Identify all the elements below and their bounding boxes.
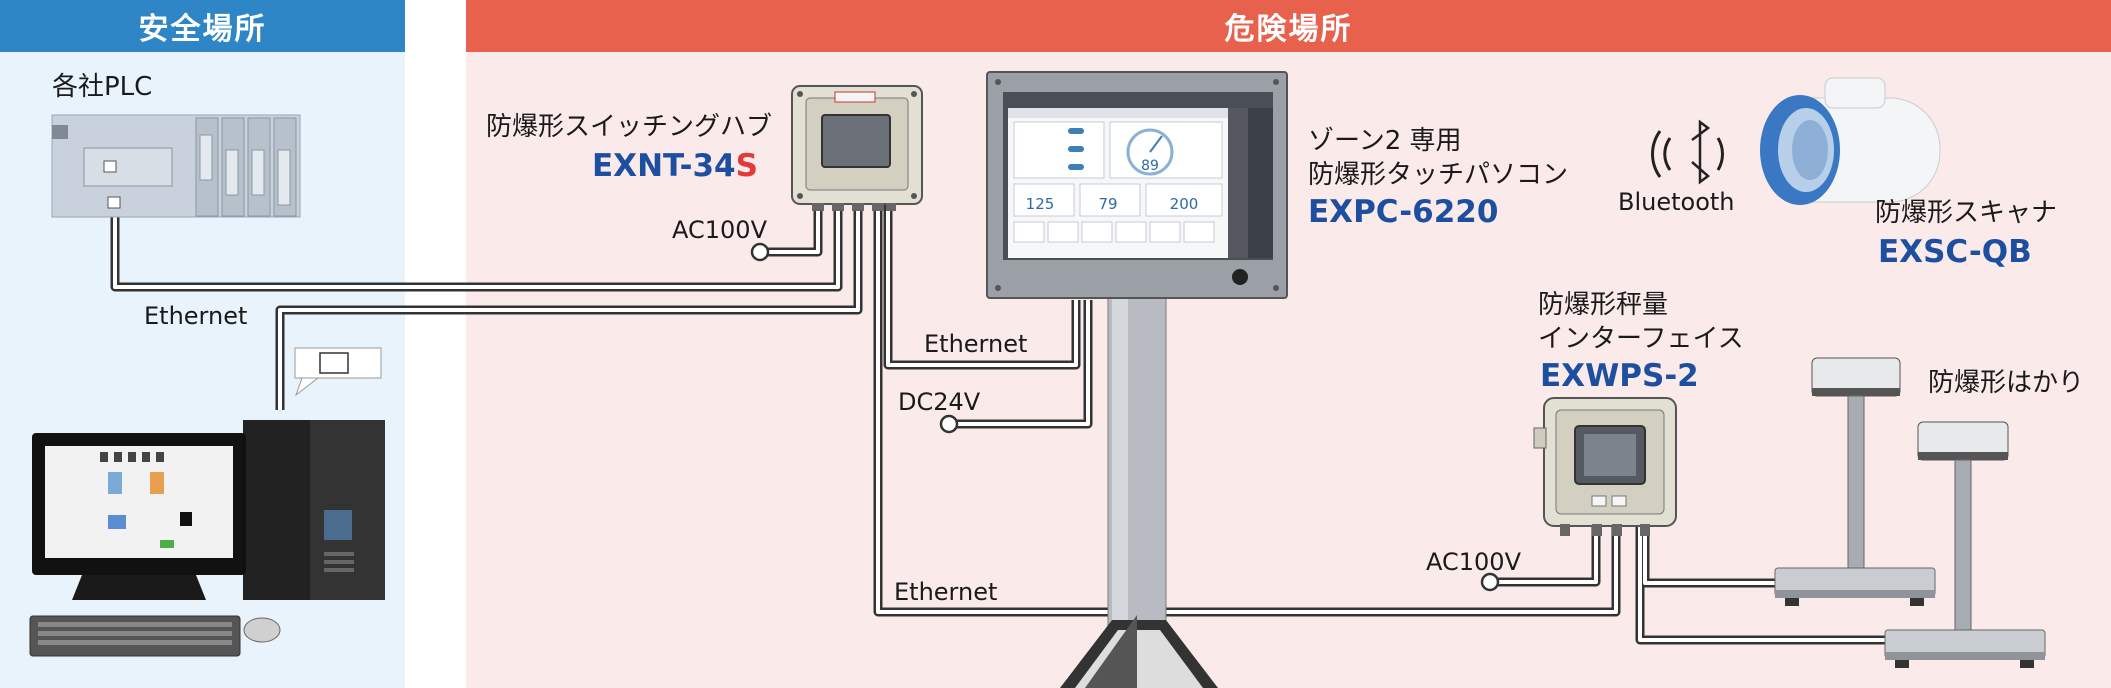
weighing-model: EXWPS-2 [1540, 358, 1699, 394]
screen-value-1: 125 [1026, 195, 1055, 213]
screen-value-2: 79 [1098, 195, 1117, 213]
pc-label-line1: ゾーン2 専用 [1308, 126, 1462, 156]
ac-weigh-terminal [1480, 572, 1500, 592]
hazardous-area-header: 危険場所 [466, 0, 2111, 52]
pc-stand [1060, 297, 1218, 688]
desktop-pc [29, 347, 385, 657]
weighing-label-line2: インターフェイス [1538, 324, 1744, 354]
pc-model: EXPC-6220 [1308, 194, 1499, 230]
touch-pc: 89 125 79 200 [986, 71, 1288, 299]
dc24v-label: DC24V [898, 388, 981, 416]
bluetooth-label: Bluetooth [1618, 188, 1735, 216]
scanner-unit [1760, 77, 1941, 205]
plc-unit [51, 114, 301, 218]
ethernet-scale-label: Ethernet [894, 578, 998, 606]
hub-model: EXNT-34S [592, 148, 758, 184]
scales-label: 防爆形はかり [1928, 368, 2085, 398]
screen-gauge-value: 89 [1141, 158, 1159, 174]
ac100v-hub-label: AC100V [672, 216, 767, 244]
ac-hub-terminal [750, 242, 770, 262]
bluetooth-icon [1651, 119, 1724, 185]
scanner-model: EXSC-QB [1878, 234, 2032, 270]
pc-label-line2: 防爆形タッチパソコン [1308, 160, 1569, 190]
hub-label: 防爆形スイッチングハブ [486, 112, 773, 142]
switching-hub [791, 85, 923, 211]
ethernet-pc-label: Ethernet [924, 330, 1028, 358]
weighing-interface [1533, 397, 1677, 536]
dc-pc-terminal [939, 414, 959, 434]
screen-value-3: 200 [1170, 195, 1199, 213]
safe-area-header: 安全場所 [0, 0, 405, 52]
scale-2 [1884, 421, 2046, 668]
scanner-label: 防爆形スキャナ [1875, 198, 2058, 228]
cable-pc-hub [275, 205, 863, 410]
ac100v-weigh-label: AC100V [1426, 548, 1521, 576]
cable-ac-hub [763, 205, 823, 257]
cable-weigh-scale1 [1640, 525, 1780, 588]
ethernet-safe-label: Ethernet [144, 302, 248, 330]
scale-1 [1774, 357, 1936, 606]
weighing-label-line1: 防爆形秤量 [1538, 290, 1669, 320]
cables [110, 200, 1885, 645]
plc-label: 各社PLC [52, 72, 153, 102]
